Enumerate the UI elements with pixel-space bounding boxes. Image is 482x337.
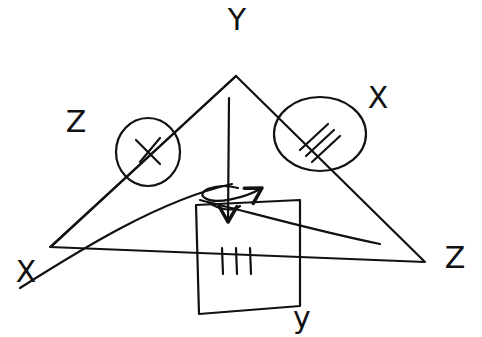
left-circle [116,118,180,186]
vertex-label: X [16,257,37,287]
tick-mark [222,248,251,274]
right-circle [274,97,366,171]
vertex-label: Z [445,243,466,273]
triangle [50,76,425,262]
vertex-label: Z [66,107,87,137]
cross-mark [136,138,160,164]
slash-mark [300,124,340,162]
curve-line [200,200,380,244]
vertex-label: y [293,303,311,333]
vertex-label: X [368,83,389,113]
triangle-edge [52,76,236,246]
vertex-label: Y [228,5,246,35]
axis-arrow [228,98,229,222]
square [196,200,300,314]
